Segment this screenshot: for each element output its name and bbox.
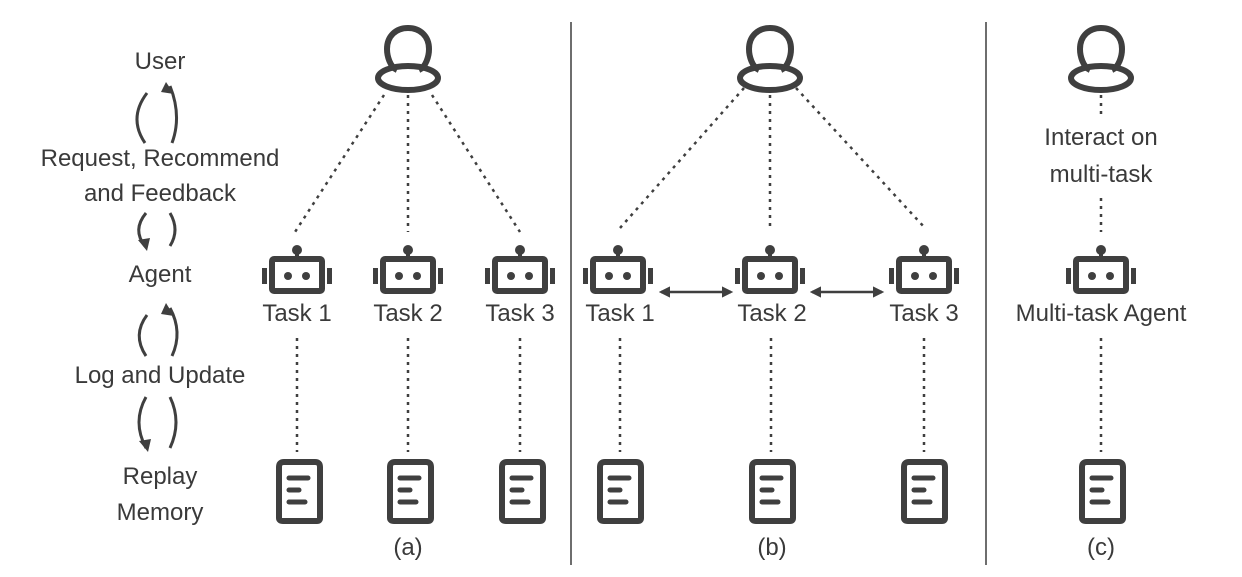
panel-caption: (b) [757, 534, 786, 561]
robot-icon [1066, 245, 1136, 291]
robot-icon [262, 245, 332, 291]
legend-request-line1: Request, Recommend [41, 145, 280, 172]
document-icon [502, 462, 543, 521]
document-icon [1082, 462, 1123, 521]
user-icon [378, 28, 438, 90]
interact-line1: Interact on [1044, 124, 1157, 151]
cycle-arrows-top [135, 82, 178, 144]
cycle-arrows-lower [137, 303, 179, 357]
interact-line2: multi-task [1050, 161, 1154, 188]
up-arrow-icon [161, 303, 174, 316]
cycle-arrows-middle [137, 212, 177, 251]
panel-a: Task 1 Task 2 Task 3 (a) [262, 28, 555, 561]
user-icon [740, 28, 800, 90]
legend-replay-line2: Memory [117, 499, 204, 526]
legend-agent-label: Agent [129, 261, 192, 288]
legend: User Request, Recommend and Feedback Age… [41, 48, 280, 526]
document-icon [390, 462, 431, 521]
legend-replay-line1: Replay [123, 463, 198, 490]
panel-caption: (c) [1087, 534, 1115, 561]
down-arrow-icon [138, 238, 150, 251]
task-memory-links [618, 338, 926, 452]
dashed-link [619, 87, 745, 229]
task-memory-links [295, 338, 522, 452]
panel-b: Task 1 Task 2 Task 3 (b) [583, 28, 959, 561]
task-label: Task 1 [262, 300, 331, 327]
user-icon [1071, 28, 1131, 90]
task-label: Task 2 [737, 300, 806, 327]
document-icon [904, 462, 945, 521]
panel-c: Interact on multi-task Multi-task Agent … [1016, 28, 1187, 561]
task-label: Task 3 [889, 300, 958, 327]
document-icon [752, 462, 793, 521]
legend-request-line2: and Feedback [84, 180, 237, 207]
document-icon [600, 462, 641, 521]
dashed-link [293, 94, 386, 233]
dashed-link [430, 94, 522, 233]
robot-icon [735, 245, 805, 291]
user-task-links [619, 87, 926, 230]
cycle-arrows-bottom [137, 396, 178, 452]
document-icon [279, 462, 320, 521]
robot-icon [583, 245, 653, 291]
user-task-links [293, 94, 522, 233]
robot-icon [373, 245, 443, 291]
task-label: Task 1 [585, 300, 654, 327]
task-label: Task 3 [485, 300, 554, 327]
robot-icon [889, 245, 959, 291]
robot-icon [485, 245, 555, 291]
down-arrow-icon [139, 439, 151, 452]
task-label: Task 2 [373, 300, 442, 327]
multi-task-agent-label: Multi-task Agent [1016, 300, 1187, 327]
legend-user-label: User [135, 48, 186, 75]
panel-caption: (a) [393, 534, 422, 561]
legend-log-update-label: Log and Update [75, 362, 246, 389]
dashed-link [795, 87, 926, 229]
up-arrow-icon [161, 82, 174, 94]
